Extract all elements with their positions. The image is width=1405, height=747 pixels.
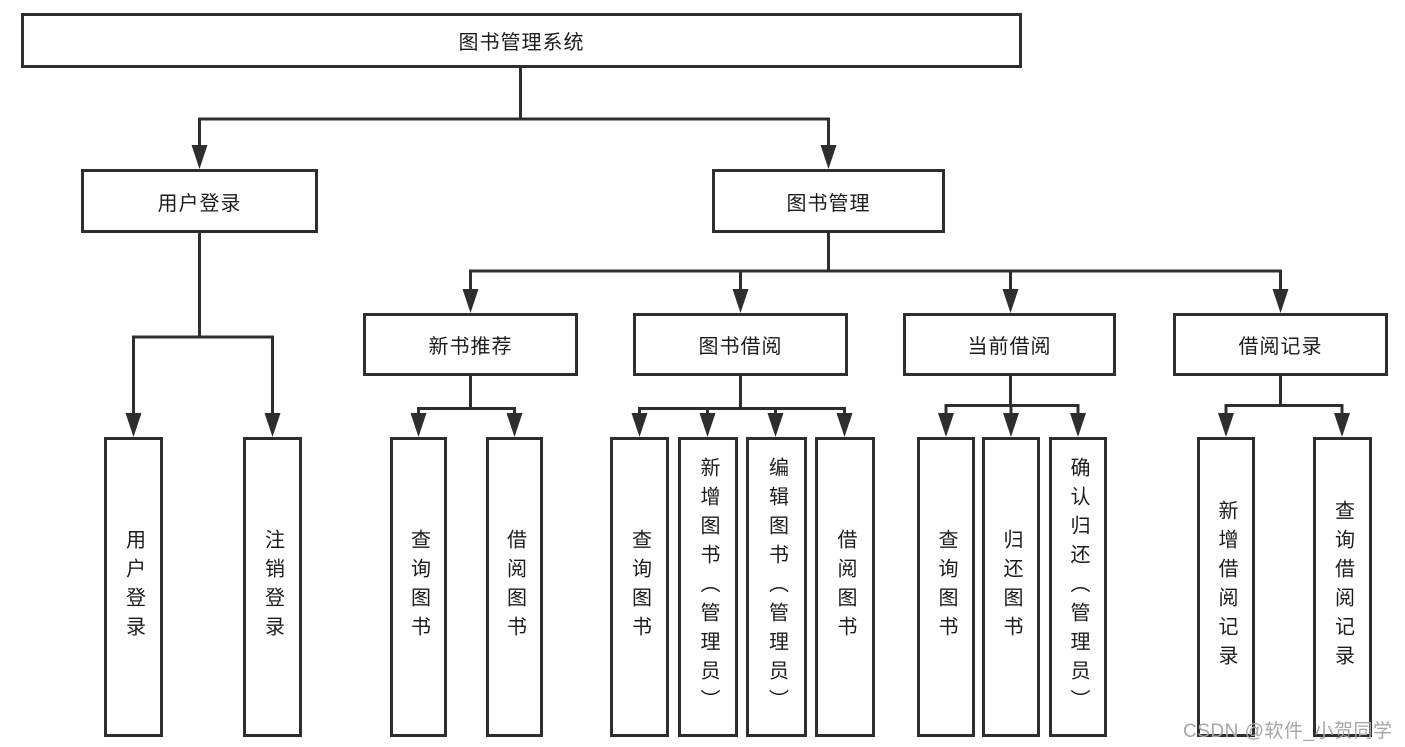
node-book-borrowing: 图书借阅	[633, 313, 848, 376]
arrowhead-down-icon	[820, 145, 837, 169]
node-user-login: 用户登录	[81, 169, 318, 233]
arrowhead-down-icon	[1070, 413, 1086, 437]
leaf-query-borrow-record: 查询借阅记录	[1313, 437, 1372, 737]
leaf-query-books-borrowing: 查询图书	[610, 437, 669, 737]
node-new-book-recommend: 新书推荐	[363, 313, 578, 376]
arrowhead-down-icon	[125, 413, 142, 437]
arrowhead-down-icon	[767, 413, 784, 437]
node-root: 图书管理系统	[21, 13, 1022, 68]
arrowheads	[125, 145, 1350, 437]
leaf-query-books-current: 查询图书	[917, 437, 975, 737]
leaf-borrow-books-recommend: 借阅图书	[486, 437, 543, 737]
node-book-management: 图书管理	[712, 169, 945, 233]
leaf-add-books-admin: 新增图书（管理员）	[678, 437, 738, 737]
arrowhead-down-icon	[191, 145, 208, 169]
arrowhead-down-icon	[836, 413, 853, 437]
arrowhead-down-icon	[462, 289, 479, 313]
connector-book-borrowing-to-leaves	[638, 376, 846, 416]
arrowhead-down-icon	[631, 413, 648, 437]
leaf-add-borrow-record: 新增借阅记录	[1197, 437, 1255, 737]
leaf-query-books-recommend: 查询图书	[390, 437, 447, 737]
connector-book-management-to-level3	[469, 233, 1282, 292]
connector-current-borrowing-to-leaves	[944, 376, 1080, 416]
leaf-logout: 注销登录	[243, 437, 302, 737]
arrowhead-down-icon	[1002, 289, 1019, 313]
connector-user-login-to-leaves	[132, 233, 274, 416]
arrowhead-down-icon	[732, 289, 749, 313]
leaf-edit-books-admin: 编辑图书（管理员）	[746, 437, 807, 737]
arrowhead-down-icon	[1003, 413, 1019, 437]
node-borrowing-records: 借阅记录	[1173, 313, 1388, 376]
arrowhead-down-icon	[264, 413, 281, 437]
arrowhead-down-icon	[506, 413, 523, 437]
arrowhead-down-icon	[1272, 289, 1289, 313]
connector-borrowing-records-to-leaves	[1224, 376, 1344, 416]
leaf-confirm-return-admin: 确认归还（管理员）	[1049, 437, 1107, 737]
node-current-borrowing: 当前借阅	[903, 313, 1116, 376]
watermark-text: CSDN @软件_小贺同学	[1183, 721, 1393, 742]
arrowhead-down-icon	[1334, 413, 1350, 437]
arrowhead-down-icon	[410, 413, 427, 437]
leaf-borrow-books-borrowing: 借阅图书	[815, 437, 875, 737]
leaf-return-books: 归还图书	[982, 437, 1040, 737]
arrowhead-down-icon	[938, 413, 954, 437]
arrowhead-down-icon	[699, 413, 716, 437]
arrowhead-down-icon	[1218, 413, 1234, 437]
connector-root-to-level2	[198, 68, 830, 148]
leaf-user-login: 用户登录	[104, 437, 163, 737]
connector-new-book-recommend-to-leaves	[417, 376, 516, 416]
